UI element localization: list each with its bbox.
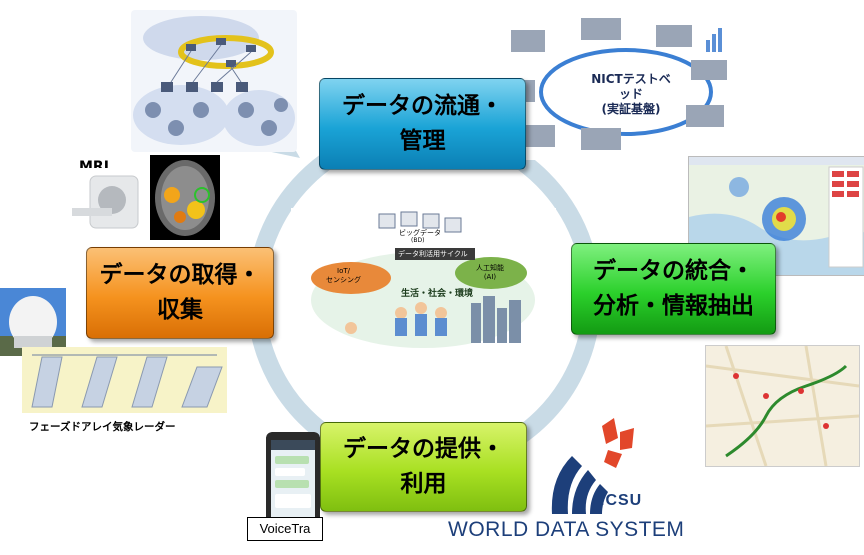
network-topology-image — [131, 10, 297, 152]
stage-distribution-management-label: データの流通・ 管理 — [342, 93, 503, 154]
phased-array-radar-label: フェーズドアレイ気象レーダー — [29, 421, 176, 433]
nict-testbed-label: NICTテストベッド (実証基盤) — [591, 72, 671, 116]
cycle-label: データ利活用サイクル — [398, 250, 468, 258]
icsu-wds-logo — [542, 418, 652, 518]
radar-dome-image — [0, 288, 66, 356]
big-data-sub-label: (BD) — [411, 237, 425, 244]
voicetra-phone-image — [266, 432, 320, 527]
brain-scan-image — [150, 155, 220, 240]
stage-acquisition-collection: データの取得・ 収集 — [86, 247, 274, 339]
icsu-label: ICSU — [600, 492, 643, 509]
route-map-image — [705, 345, 860, 467]
stage-acquisition-collection-label: データの取得・ 収集 — [99, 262, 261, 323]
nict-testbed-image: NICTテストベッド (実証基盤) — [491, 10, 737, 160]
life-society-environment-label: 生活・社会・環境 — [401, 289, 474, 299]
voicetra-label: VoiceTra — [247, 517, 323, 541]
stage-distribution-management: データの流通・ 管理 — [319, 78, 526, 170]
stage-integration-analysis: データの統合・ 分析・情報抽出 — [571, 243, 776, 335]
center-cycle-illustration: ビッグデータ (BD) データ利活用サイクル IoT/ センシング 人工知能 (… — [291, 208, 556, 360]
stage-provision-use-label: データの提供・ 利用 — [343, 436, 504, 497]
phased-array-diagram-image — [22, 347, 227, 413]
stage-provision-use: データの提供・ 利用 — [320, 422, 527, 512]
ai-label: 人工知能 (AI) — [476, 264, 504, 281]
mri-machine-image — [72, 168, 148, 236]
stage-integration-analysis-label: データの統合・ 分析・情報抽出 — [593, 258, 754, 319]
iot-sensing-label: IoT/ センシング — [326, 267, 361, 284]
world-data-system-label: WORLD DATA SYSTEM — [448, 518, 685, 541]
radar-map-image — [688, 156, 864, 276]
big-data-label: ビッグデータ — [399, 229, 441, 237]
